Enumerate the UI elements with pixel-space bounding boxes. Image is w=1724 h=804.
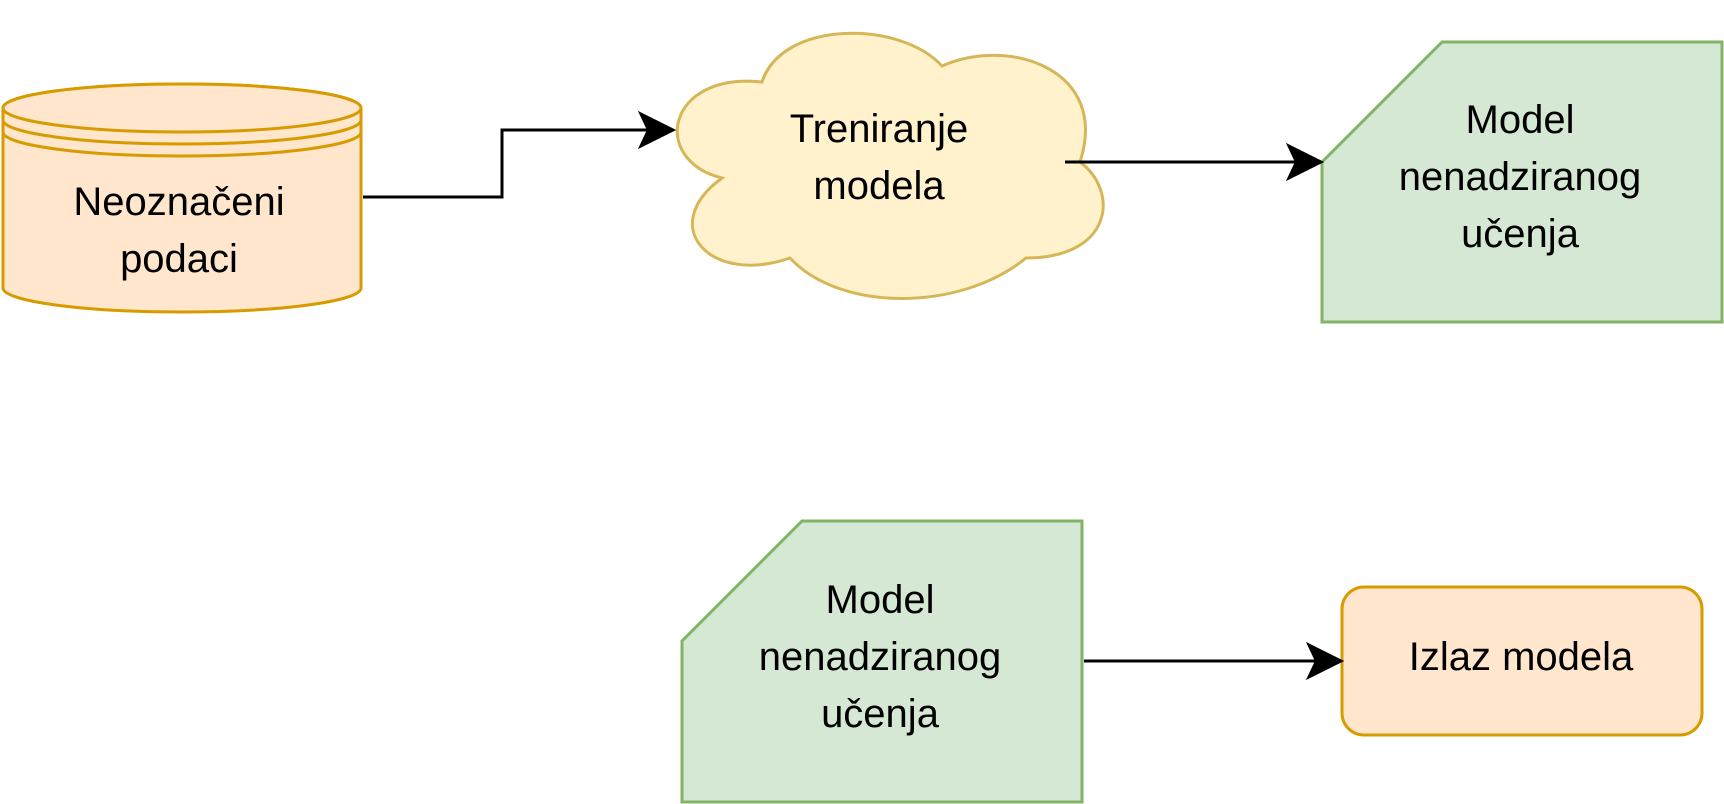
cloud-node-training[interactable]: Treniranje modela [675, 31, 1105, 300]
card-shape-top [1320, 40, 1724, 324]
database-cylinder-ring-2 [1, 131, 363, 158]
database-node-unlabeled-data[interactable]: Neoznačeni podaci [1, 82, 363, 314]
edge-model-to-output [1084, 641, 1345, 681]
card-bottom-label-line-3: učenja [821, 692, 940, 736]
card-node-model-top[interactable]: Model nenadziranog učenja [1320, 40, 1724, 324]
edge-training-to-model [1065, 142, 1325, 182]
edge-data-to-training-line [363, 128, 650, 199]
cloud-node-label-line-2: modela [813, 164, 945, 208]
arrowhead-icon [1285, 142, 1325, 182]
card-bottom-label-line-2: nenadziranog [759, 635, 1001, 679]
cloud-node-label-line-1: Treniranje [790, 107, 969, 151]
database-cylinder-top-ellipse [1, 82, 363, 134]
card-top-label-line-2: nenadziranog [1399, 155, 1641, 199]
rounded-node-output[interactable]: Izlaz modela [1340, 585, 1704, 737]
database-cylinder-ring-1 [1, 119, 363, 146]
card-shape-bottom [680, 519, 1084, 804]
card-node-model-bottom[interactable]: Model nenadziranog učenja [680, 519, 1084, 804]
arrowhead-icon [1305, 641, 1345, 681]
output-node-label: Izlaz modela [1409, 635, 1634, 679]
database-node-label-line-1: Neoznačeni [73, 180, 284, 224]
card-top-label-line-3: učenja [1461, 212, 1580, 256]
cloud-shape [675, 31, 1105, 300]
card-top-label-line-1: Model [1466, 98, 1575, 142]
arrowhead-icon [637, 110, 677, 150]
card-bottom-label-line-1: Model [826, 578, 935, 622]
database-node-label-line-2: podaci [120, 237, 238, 281]
edge-data-to-training [363, 110, 677, 199]
